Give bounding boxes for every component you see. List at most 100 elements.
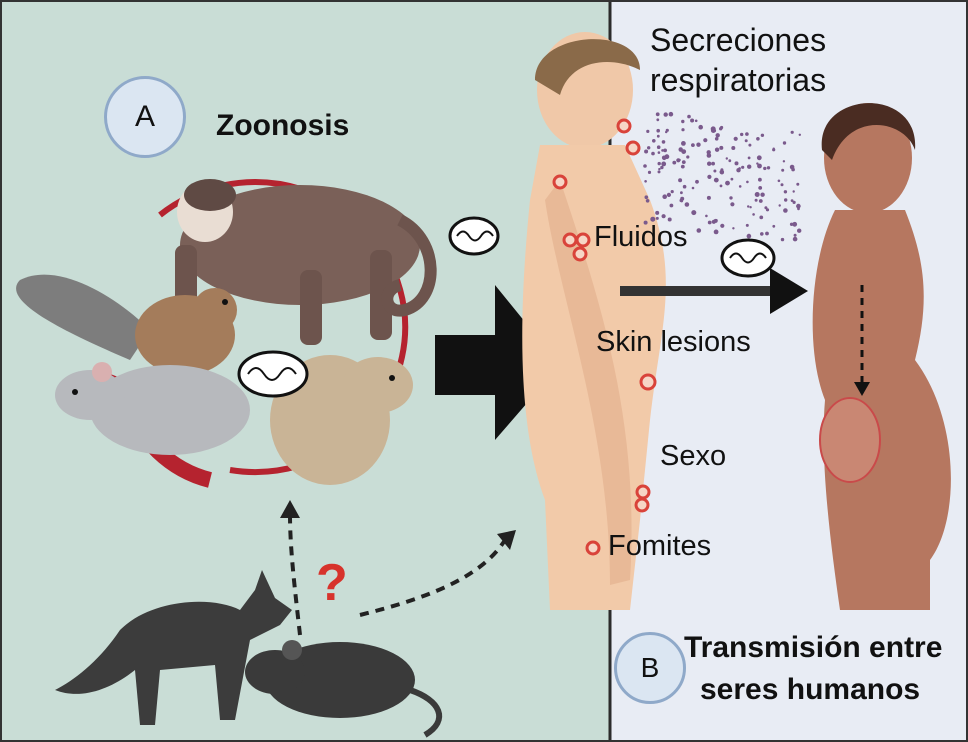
droplet — [705, 215, 708, 218]
droplet — [797, 207, 800, 210]
droplet — [665, 154, 670, 159]
droplet — [739, 185, 742, 188]
droplet — [747, 165, 751, 169]
droplet — [725, 181, 730, 186]
droplet — [663, 149, 667, 153]
droplet — [669, 112, 674, 117]
droplet — [799, 134, 801, 136]
droplet — [747, 234, 752, 239]
droplet — [681, 149, 686, 154]
droplet — [711, 162, 715, 166]
droplet — [726, 157, 728, 159]
droplet — [783, 208, 788, 213]
droplet — [656, 112, 660, 116]
droplet — [760, 232, 764, 236]
droplet — [756, 137, 760, 141]
panel-a-badge: A — [104, 76, 186, 158]
droplet — [779, 204, 781, 206]
droplet — [680, 191, 683, 194]
droplet — [667, 193, 671, 197]
droplet — [759, 199, 763, 203]
droplet — [738, 167, 741, 170]
droplet — [655, 211, 659, 215]
droplet — [735, 161, 739, 165]
droplet — [758, 178, 762, 182]
droplet — [658, 162, 661, 165]
droplet — [731, 178, 734, 181]
droplet — [682, 160, 686, 164]
droplet — [713, 170, 716, 173]
droplet — [740, 133, 743, 136]
droplet — [734, 137, 738, 141]
label-fomites: Fomites — [608, 531, 711, 561]
droplet — [662, 140, 666, 144]
droplet — [644, 150, 648, 154]
virus-icon — [239, 352, 307, 396]
droplet — [703, 138, 707, 142]
panel-b-title-line1: Transmisión entre — [684, 632, 942, 664]
droplet — [708, 221, 712, 225]
droplet — [720, 185, 723, 188]
droplet — [652, 139, 656, 143]
droplet — [648, 171, 651, 174]
droplet — [755, 199, 758, 202]
droplet — [678, 159, 680, 161]
droplet — [681, 165, 685, 169]
droplet — [681, 128, 684, 131]
droplet — [691, 210, 696, 215]
droplet — [696, 143, 700, 147]
droplet — [664, 112, 668, 116]
droplet — [757, 155, 762, 160]
droplet — [746, 181, 749, 184]
droplet — [715, 219, 718, 222]
droplet — [695, 180, 699, 184]
droplet — [646, 199, 650, 203]
droplet — [658, 170, 661, 173]
droplet — [783, 141, 786, 144]
droplet — [660, 166, 663, 169]
droplet — [720, 171, 724, 175]
droplet — [692, 187, 695, 190]
droplet — [728, 159, 731, 162]
droplet — [646, 130, 649, 133]
droplet — [730, 202, 734, 206]
droplet — [746, 224, 749, 227]
droplet — [791, 131, 794, 134]
droplet — [707, 162, 711, 166]
droplet — [781, 169, 784, 172]
droplet — [685, 202, 690, 207]
droplet — [794, 234, 797, 237]
droplet — [767, 166, 770, 169]
droplet — [643, 164, 647, 168]
droplet — [784, 198, 787, 201]
droplet — [687, 115, 691, 119]
droplet — [661, 162, 666, 167]
droplet — [759, 216, 763, 220]
droplet — [656, 129, 660, 133]
droplet — [690, 119, 694, 123]
droplet — [681, 120, 684, 123]
droplet — [781, 238, 784, 241]
droplet — [715, 148, 719, 152]
droplet — [681, 141, 686, 146]
panel-b-title-line2: seres humanos — [700, 674, 920, 706]
panel-b-badge-letter: B — [641, 652, 660, 684]
droplet — [672, 161, 676, 165]
virus-icon — [450, 218, 498, 254]
droplet — [697, 228, 702, 233]
droplet — [662, 194, 667, 199]
droplet — [707, 175, 711, 179]
droplet — [683, 185, 687, 189]
droplet — [748, 157, 751, 160]
droplet — [657, 135, 660, 138]
droplet — [783, 160, 785, 162]
droplet — [645, 195, 649, 199]
label-secreciones: Secreciones — [650, 24, 826, 58]
droplet — [749, 206, 751, 208]
droplet — [711, 126, 716, 131]
droplet — [656, 217, 659, 220]
droplet — [755, 192, 760, 197]
droplet — [707, 153, 712, 158]
droplet — [714, 178, 719, 183]
